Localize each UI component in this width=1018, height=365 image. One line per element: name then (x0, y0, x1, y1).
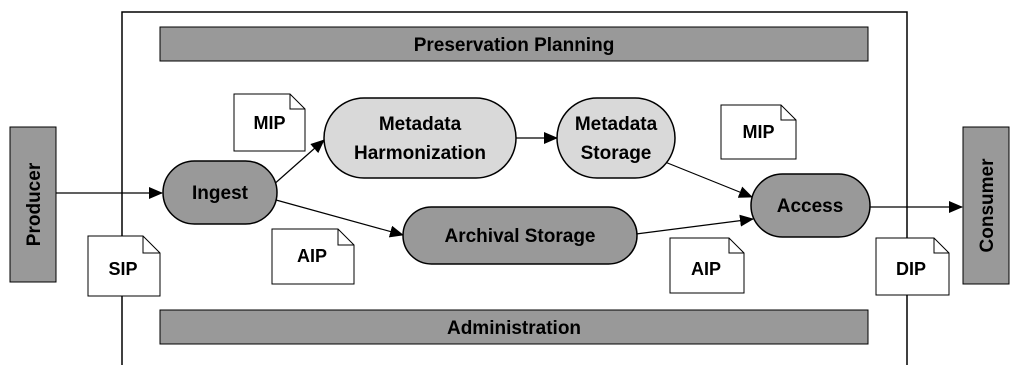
dip-label: DIP (896, 259, 926, 279)
access-label: Access (777, 196, 844, 217)
archival-storage-label: Archival Storage (445, 226, 596, 247)
administration-label: Administration (447, 318, 581, 339)
metadata-storage-label-line1: Metadata (575, 114, 658, 135)
aip-package-right: AIP (669, 237, 745, 294)
sip-package: SIP (87, 235, 161, 297)
dip-package: DIP (875, 237, 950, 296)
metadata-harmonization-label-line1: Metadata (379, 114, 462, 135)
preservation-planning-label: Preservation Planning (414, 35, 615, 56)
mip-label-left: MIP (253, 113, 285, 133)
sip-label: SIP (108, 259, 137, 279)
producer-label: Producer (24, 162, 45, 246)
arrow-ingest-to-harmonization (271, 139, 325, 187)
aip-label-right: AIP (691, 259, 721, 279)
metadata-storage-label-line2: Storage (581, 143, 652, 164)
producer-entity: Producer (9, 126, 57, 283)
archive-boundary (121, 11, 908, 365)
mip-package-right: MIP (720, 104, 797, 160)
administration-bar: Administration (159, 309, 869, 345)
metadata-harmonization-label-line2: Harmonization (354, 143, 486, 164)
arrow-ingest-to-archival-storage (275, 199, 404, 238)
preservation-planning-bar: Preservation Planning (159, 26, 869, 62)
arrow-archival-storage-to-access (635, 214, 754, 235)
ingest-process: Ingest (162, 160, 278, 225)
aip-label-left: AIP (297, 246, 327, 266)
archival-storage-process: Archival Storage (402, 206, 638, 265)
consumer-label: Consumer (977, 158, 998, 253)
mip-label-right: MIP (742, 122, 774, 142)
arrow-metadata-storage-to-access (664, 161, 753, 198)
consumer-entity: Consumer (962, 126, 1010, 285)
aip-package-left: AIP (271, 228, 355, 285)
access-process: Access (750, 173, 871, 238)
mip-package-left: MIP (233, 93, 306, 152)
metadata-harmonization-process: Metadata Harmonization (323, 97, 517, 179)
metadata-storage-process: Metadata Storage (556, 97, 676, 179)
ingest-label: Ingest (192, 183, 249, 204)
